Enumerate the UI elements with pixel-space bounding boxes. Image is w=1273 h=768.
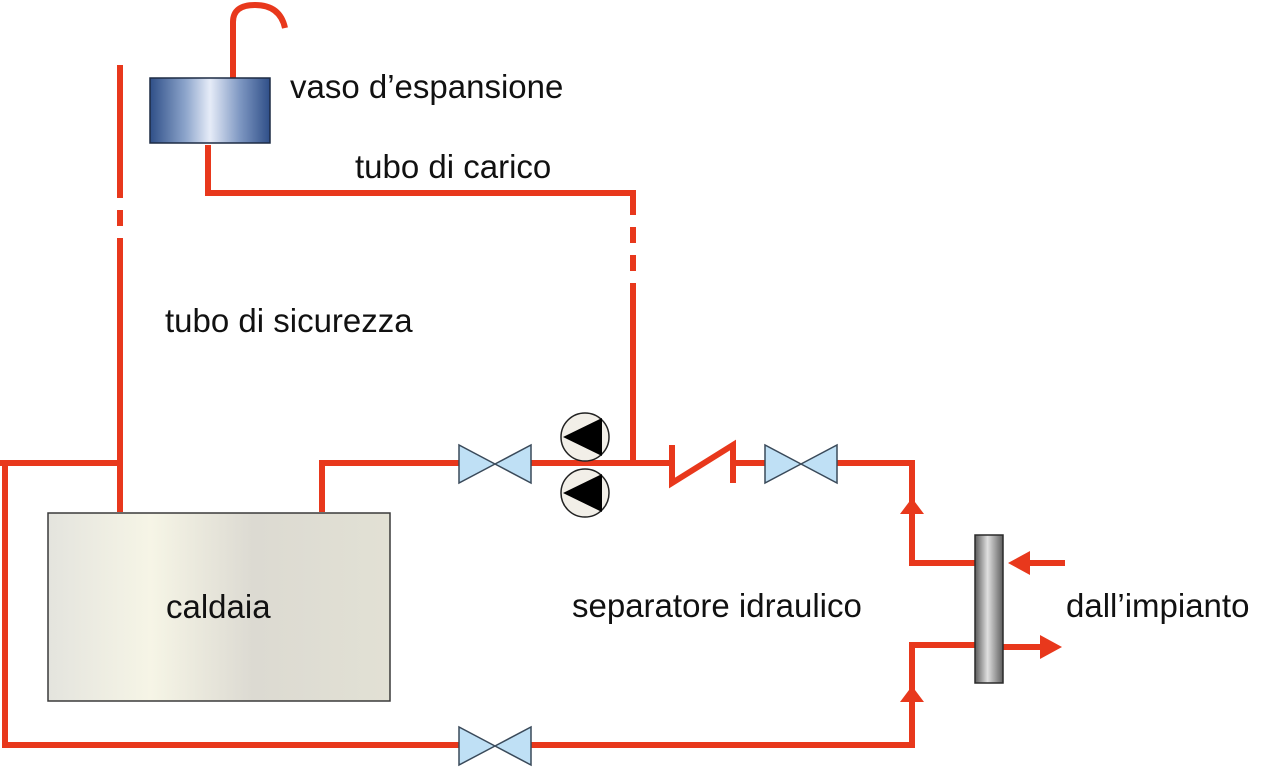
hydraulic-separator	[974, 534, 1004, 684]
flow-arrow-icon	[1040, 635, 1062, 659]
gate-valve-icon	[764, 443, 838, 485]
pump-lower	[560, 468, 610, 518]
flow-arrow-icon	[1008, 551, 1030, 575]
label-expansion-vessel: vaso d’espansione	[290, 68, 563, 105]
pump-upper	[560, 412, 610, 462]
label-boiler: caldaia	[166, 588, 271, 625]
return-pipe-bottom	[530, 690, 915, 748]
valve-after-check	[764, 443, 838, 485]
label-safety-pipe: tubo di sicurezza	[165, 302, 413, 339]
flow-arrow-icon	[900, 686, 924, 702]
fill-pipe	[205, 145, 636, 215]
gate-valve-icon	[458, 443, 532, 485]
label-from-system: dall’impianto	[1066, 587, 1249, 624]
label-fill-pipe: tubo di carico	[355, 148, 551, 185]
return-pipe-outer	[2, 463, 460, 748]
valve-supply	[458, 443, 532, 485]
flow-arrow-icon	[900, 498, 924, 514]
check-valve-icon	[669, 439, 736, 489]
pump-direction-triangle	[563, 474, 602, 512]
gate-valve-icon	[458, 725, 532, 767]
expansion-vessel	[149, 77, 271, 144]
valve-return	[458, 725, 532, 767]
pipe-network	[0, 1, 1065, 748]
supply-pipe	[319, 460, 460, 512]
separator-return	[909, 642, 975, 700]
flow-arrows	[900, 498, 1062, 702]
label-hydraulic-separator: separatore idraulico	[572, 587, 862, 624]
pump-direction-triangle	[563, 418, 602, 456]
vent-pipe	[230, 1, 288, 78]
boiler	[47, 512, 391, 702]
